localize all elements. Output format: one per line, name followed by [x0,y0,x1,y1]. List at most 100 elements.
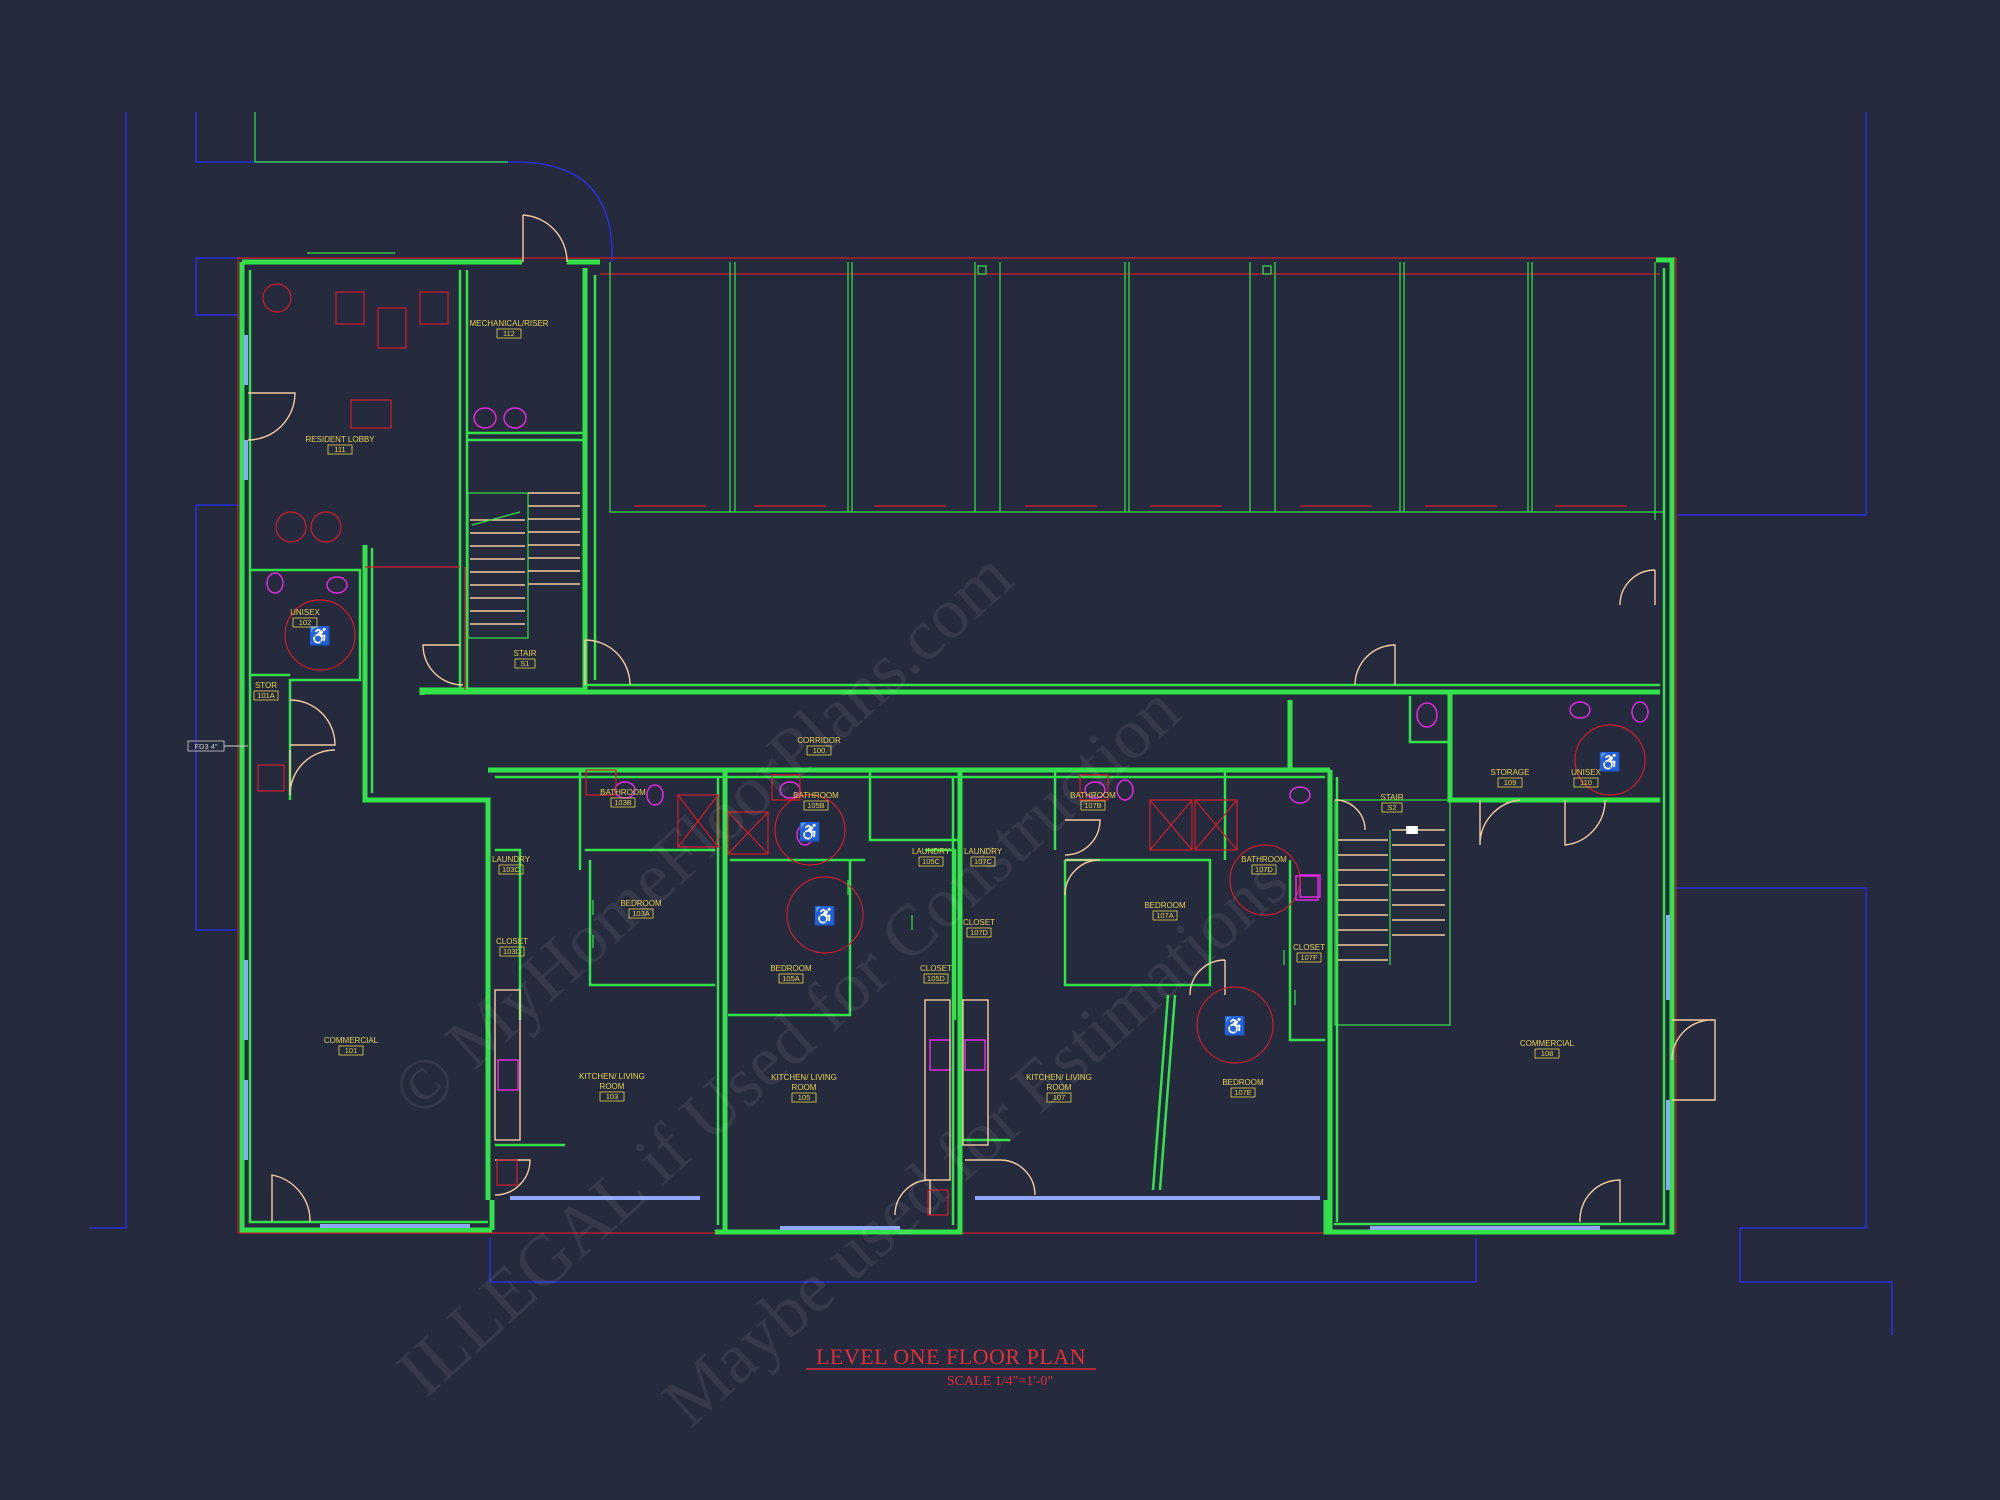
svg-text:BATHROOM: BATHROOM [1070,791,1116,800]
svg-text:101A: 101A [257,691,275,700]
svg-text:KITCHEN/ LIVING: KITCHEN/ LIVING [771,1073,837,1082]
svg-text:KITCHEN/ LIVING: KITCHEN/ LIVING [579,1072,645,1081]
svg-text:STAIR: STAIR [514,649,537,658]
svg-text:107A: 107A [1156,911,1174,920]
svg-text:105B: 105B [807,801,825,810]
svg-text:LAUNDRY: LAUNDRY [492,855,531,864]
svg-text:105: 105 [798,1093,811,1102]
svg-text:103: 103 [606,1092,619,1101]
svg-text:107C: 107C [974,857,993,866]
svg-text:ROOM: ROOM [1047,1083,1072,1092]
svg-text:102: 102 [299,618,312,627]
svg-text:BATHROOM: BATHROOM [793,791,839,800]
svg-text:107F: 107F [1300,953,1318,962]
drawing-scale: SCALE 1/4"=1'-0" [947,1374,1053,1389]
door-markers [592,880,1296,1005]
lobby-walls [250,270,585,800]
svg-text:103C: 103C [502,865,521,874]
svg-text:105D: 105D [927,974,946,983]
svg-text:112: 112 [503,329,515,338]
stair-s1 [467,492,580,639]
stair-s2 [1334,799,1451,1026]
svg-text:♿: ♿ [814,905,836,926]
svg-text:♿: ♿ [1224,1015,1246,1036]
svg-text:♿: ♿ [799,821,821,842]
svg-text:CLOSET: CLOSET [496,937,528,946]
svg-text:BEDROOM: BEDROOM [1222,1078,1264,1087]
svg-text:LAUNDRY: LAUNDRY [912,847,951,856]
svg-text:103A: 103A [632,909,650,918]
property-lines [90,112,1893,1335]
svg-text:BEDROOM: BEDROOM [1144,901,1186,910]
svg-text:♿: ♿ [1599,751,1621,772]
svg-text:110: 110 [1580,778,1592,787]
svg-text:107: 107 [1053,1093,1066,1102]
svg-text:S1: S1 [520,659,529,668]
svg-text:CLOSET: CLOSET [1293,943,1325,952]
svg-text:COMMERCIAL: COMMERCIAL [324,1036,379,1045]
windows [244,335,1670,1230]
svg-text:ROOM: ROOM [600,1082,625,1091]
svg-text:107D: 107D [970,928,989,937]
storage-bays [609,262,1664,520]
svg-text:CORRIDOR: CORRIDOR [797,736,841,745]
svg-text:101: 101 [345,1046,358,1055]
doors [247,214,1716,1223]
svg-text:107E: 107E [1234,1088,1252,1097]
svg-text:COMMERCIAL: COMMERCIAL [1520,1039,1575,1048]
svg-text:BATHROOM: BATHROOM [1241,855,1287,864]
svg-text:LAUNDRY: LAUNDRY [964,847,1003,856]
site-lines-top [254,112,508,254]
showers-and-accessibility: ♿ ♿ ♿ ♿ ♿ [284,599,1646,1064]
svg-text:FD3 4": FD3 4" [194,742,217,751]
svg-text:107B: 107B [1084,801,1102,810]
svg-text:100: 100 [813,746,826,755]
svg-text:CLOSET: CLOSET [920,964,952,973]
svg-text:103D: 103D [503,947,522,956]
svg-text:103B: 103B [614,798,632,807]
corridor-walls [362,545,1660,1200]
svg-text:STAIR: STAIR [1381,793,1404,802]
svg-text:KITCHEN/ LIVING: KITCHEN/ LIVING [1026,1073,1092,1082]
svg-text:STOR: STOR [255,681,277,690]
svg-text:♿: ♿ [309,625,331,646]
svg-text:111: 111 [334,445,345,454]
svg-text:108: 108 [1541,1049,1554,1058]
svg-text:S2: S2 [1387,803,1396,812]
svg-text:BEDROOM: BEDROOM [620,899,662,908]
kitchen-counters [494,989,989,1216]
svg-text:CLOSET: CLOSET [963,918,995,927]
svg-text:105A: 105A [782,974,800,983]
svg-text:BATHROOM: BATHROOM [600,788,646,797]
plumbing-fixtures [266,407,1649,1091]
